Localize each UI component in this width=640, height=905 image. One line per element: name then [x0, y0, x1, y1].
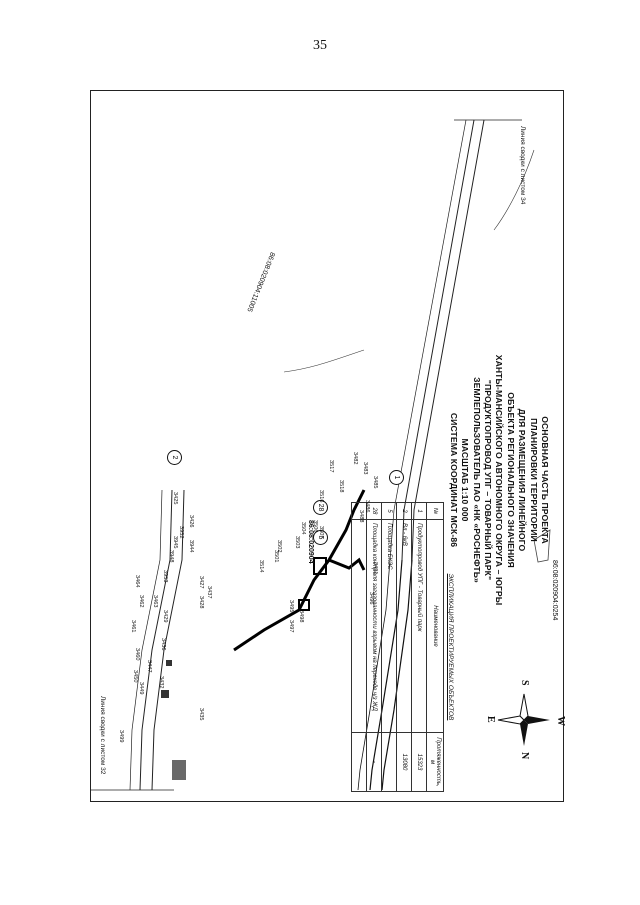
thin-line	[283, 349, 365, 373]
point-label: 3429	[162, 610, 168, 623]
boundary-label-bottom: Линия сводки с листом 32	[99, 696, 106, 775]
point-label: 3496	[368, 592, 374, 605]
point-label: 3945	[172, 536, 178, 549]
point-label: 3463	[152, 595, 158, 608]
point-label: 3944	[188, 540, 194, 553]
pipeline-junction	[233, 489, 366, 652]
point-label: 3953	[162, 570, 168, 583]
powerline-2	[139, 489, 173, 791]
point-label: 3517	[328, 460, 334, 473]
point-label: 3460	[134, 648, 140, 661]
circle-label-2: 2	[167, 450, 182, 465]
point-label: 3514	[258, 560, 264, 573]
point-label: 3488	[358, 510, 364, 523]
point-label: 3503	[294, 536, 300, 549]
point-label: 3450	[132, 670, 138, 683]
point-label: 3504	[300, 522, 306, 535]
legend-header-name: Наименование	[426, 519, 444, 733]
point-label: 3499	[118, 730, 124, 743]
point-label: 3485	[372, 476, 378, 489]
point-label: 3432	[158, 676, 164, 689]
point-label: 3447	[146, 660, 152, 673]
legend-header-length: Протяженность, м	[426, 732, 444, 792]
point-label: 3495	[288, 600, 294, 613]
point-label: 3425	[172, 492, 178, 505]
point-label: 3461	[130, 620, 136, 633]
road-curve	[493, 149, 535, 231]
legend-table: ЭКСПЛИКАЦИЯ ПРОЕКТИРУЕМЫХ ОБЪЕКТОВ № Наи…	[351, 502, 454, 792]
point-label: 3426	[188, 515, 194, 528]
point-label: 3491	[372, 562, 378, 575]
point-label: 3502	[276, 540, 282, 553]
point-label: 3948	[168, 550, 174, 563]
pipeline-lower-3	[357, 559, 391, 791]
page-number: 35	[313, 38, 327, 53]
compass-icon	[497, 693, 550, 746]
rotated-map-sheet: ОСНОВНАЯ ЧАСТЬ ПРОЕКТА ПЛАНИРОВКИ ТЕРРИТ…	[90, 90, 566, 802]
powerline-3	[129, 489, 163, 791]
point-label: 3483	[362, 462, 368, 475]
site-rect	[313, 557, 327, 575]
point-label: 3437	[206, 586, 212, 599]
point-label: 3507	[318, 526, 324, 539]
pipeline-lower	[381, 559, 413, 791]
circle-label-1: 1	[389, 470, 404, 485]
point-label: 3518	[338, 480, 344, 493]
pipeline-lower-2	[369, 559, 403, 791]
point-label: 3436	[160, 638, 166, 651]
point-label: 3952	[178, 526, 184, 539]
point-label: 3497	[288, 620, 294, 633]
point-label: 3498	[298, 610, 304, 623]
compass-rose: W E S N	[485, 680, 566, 760]
point-label: 3449	[138, 682, 144, 695]
point-label: 3462	[138, 595, 144, 608]
point-label: 3482	[352, 452, 358, 465]
point-label: 3428	[198, 596, 204, 609]
cadastral-number-a: 86:08:020904:0254	[551, 560, 558, 621]
boundary-label-top: Линия сводки с листом 34	[519, 126, 526, 205]
point-label: 3464	[134, 575, 140, 588]
legend-row	[351, 502, 367, 792]
legend-caption: ЭКСПЛИКАЦИЯ ПРОЕКТИРУЕМЫХ ОБЪЕКТОВ	[447, 573, 454, 721]
map-title: ОСНОВНАЯ ЧАСТЬ ПРОЕКТА ПЛАНИРОВКИ ТЕРРИТ…	[448, 354, 550, 606]
legend-header-num: №	[426, 502, 444, 520]
point-label: 3435	[198, 708, 204, 721]
point-label: 3516	[318, 490, 324, 503]
point-label: 3486	[364, 500, 370, 513]
powerline-1	[151, 489, 185, 791]
map-drawing	[90, 119, 551, 791]
stamp	[533, 529, 551, 563]
corridor-line-3	[389, 119, 467, 561]
point-label: 3427	[198, 576, 204, 589]
corridor-line-2	[401, 119, 475, 561]
corridor-line-1	[411, 119, 485, 561]
map-frame	[90, 90, 564, 802]
